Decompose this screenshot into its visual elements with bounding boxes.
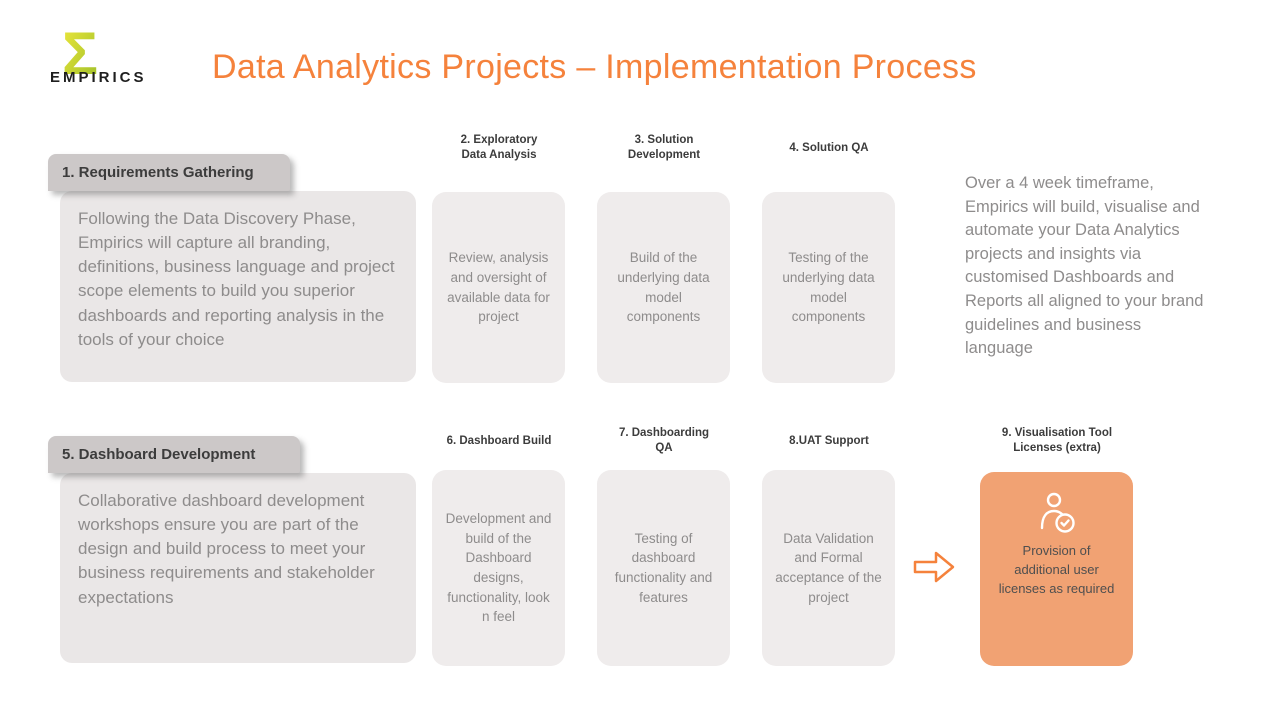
timeframe-note: Over a 4 week timeframe, Empirics will b… [965, 174, 1204, 358]
svg-text:Σ: Σ [62, 20, 98, 82]
user-check-icon [1040, 492, 1075, 533]
dashboard-development-tab: 5. Dashboard Development [48, 436, 300, 473]
step-header-solution-qa: 4. Solution QA [789, 141, 869, 154]
step-card-body: Review, analysis and oversight of availa… [447, 250, 550, 325]
visualisation-tool-licenses-card: Provision of additional user licenses as… [980, 472, 1133, 666]
requirements-gathering-tab: 1. Requirements Gathering [48, 154, 290, 191]
step-card-body: Build of the underlying data model compo… [617, 250, 710, 325]
step-header-dashboard-build: 6. Dashboard Build [446, 434, 552, 447]
step-card-uat-support: Data Validation and Formal acceptance of… [762, 470, 895, 666]
step-card-dashboard-build: Development and build of the Dashboard d… [432, 470, 565, 666]
step-header-dashboarding-qa: 7. Dashboarding QA [618, 427, 710, 454]
step-card-solution-development: Build of the underlying data model compo… [597, 192, 730, 383]
step-card-body: Testing of the underlying data model com… [782, 250, 875, 325]
step-card-body: Testing of dashboard functionality and f… [614, 530, 713, 605]
empirics-logo: Σ EMPIRICS [50, 20, 210, 86]
step-header-visualisation-tool-licenses: 9. Visualisation Tool Licenses (extra) [1001, 427, 1113, 454]
step-card-body: Development and build of the Dashboard d… [445, 511, 552, 625]
slide-title: Data Analytics Projects – Implementation… [212, 48, 977, 86]
step-card-solution-qa: Testing of the underlying data model com… [762, 192, 895, 383]
brand-name-text: EMPIRICS [50, 69, 147, 86]
final-card-body: Provision of additional user licenses as… [998, 543, 1115, 596]
arrow-right-icon [913, 551, 955, 583]
sigma-logo-icon: Σ [62, 20, 98, 82]
step-card-dashboarding-qa: Testing of dashboard functionality and f… [597, 470, 730, 666]
step-header-uat-support: 8.UAT Support [789, 434, 869, 447]
step-header-exploratory-data-analysis: 2. Exploratory Data Analysis [460, 134, 538, 161]
step-header-solution-development: 3. Solution Development [627, 134, 701, 161]
requirements-gathering-body: Following the Data Discovery Phase, Empi… [60, 191, 416, 382]
dashboard-development-body: Collaborative dashboard development work… [60, 473, 416, 663]
step-card-exploratory-data-analysis: Review, analysis and oversight of availa… [432, 192, 565, 383]
step-card-body: Data Validation and Formal acceptance of… [775, 530, 882, 605]
